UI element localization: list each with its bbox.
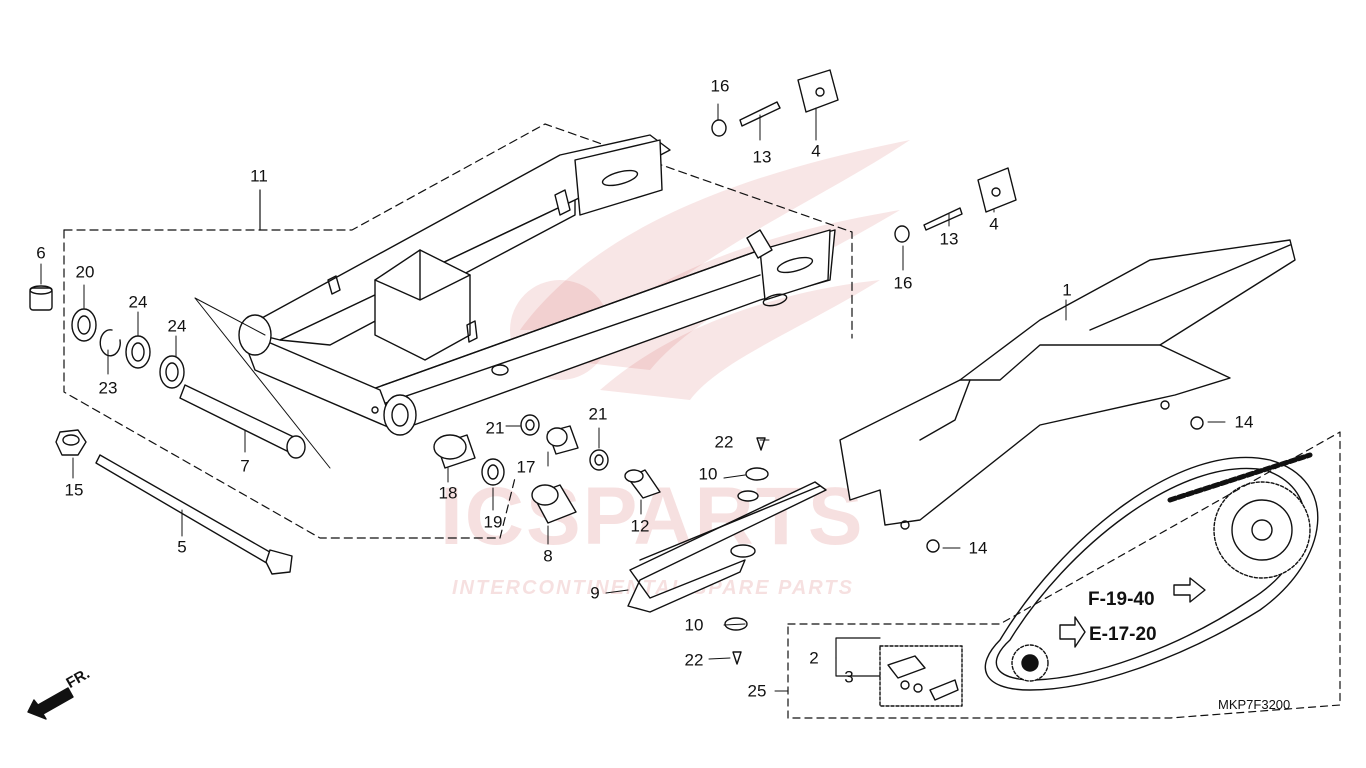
callout-5: 5 [177,537,187,557]
callout-25: 25 [747,681,767,701]
callout-7: 7 [240,456,250,476]
callout-12: 12 [630,516,650,536]
callout-2: 2 [809,648,819,668]
part-3-joint-set [879,645,963,707]
part-24-bearing-a [125,335,151,369]
part-20-dust-seal [71,308,97,342]
part-23-circlip [99,329,121,357]
part-4-adjuster-plate-b [977,167,1017,213]
callout-22-a: 22 [714,432,734,452]
part-22-screw-b [732,651,742,665]
part-13-bolt-a [739,101,781,127]
drawing-code: MKP7F3200 [1218,697,1291,712]
arrow-engine-ref [1059,616,1086,648]
engine-reference-link[interactable]: E-17-20 [1089,624,1157,645]
callout-19: 19 [483,512,503,532]
callout-14-b: 14 [968,538,988,558]
drive-chain-boundary [787,431,1341,719]
callout-17: 17 [516,457,536,477]
callout-13-b: 13 [939,229,959,249]
callout-14-a: 14 [1234,412,1254,432]
callout-21-b: 21 [588,404,608,424]
part-1-chain-case [839,239,1296,530]
callout-10-a: 10 [698,464,718,484]
arrow-frame-ref [1173,577,1206,603]
callout-23: 23 [98,378,118,398]
callout-24-b: 24 [167,316,187,336]
part-9-chain-slider [627,481,827,613]
part-8-collar [531,484,577,524]
callout-18: 18 [438,483,458,503]
callout-3: 3 [844,667,854,687]
part-22-screw-a [756,437,766,451]
part-4-adjuster-plate-a [797,69,839,113]
part-6-collar [29,285,53,311]
part-10-clip-a [745,467,769,481]
part-16-nut-b [894,225,910,243]
part-5-pivot-bolt [95,454,293,575]
callout-24-a: 24 [128,292,148,312]
callout-4-b: 4 [989,214,999,234]
part-14-screw-b [926,539,940,553]
part-24-bearing-b [159,355,185,389]
callout-15: 15 [64,480,84,500]
callout-9: 9 [590,583,600,603]
callout-10-b: 10 [684,615,704,635]
callout-6: 6 [36,243,46,263]
part-13-bolt-b [923,207,963,231]
swingarm-group-boundary [63,123,853,539]
callout-21-a: 21 [485,418,505,438]
callout-8: 8 [543,546,553,566]
part-19-seal [481,458,505,486]
part-18-needle-bearing [433,434,476,469]
part-21-seal-a [520,414,540,436]
callout-16-a: 16 [710,76,730,96]
callout-4-a: 4 [811,141,821,161]
callout-1: 1 [1062,280,1072,300]
drive-chain-assembly [984,452,1319,691]
callout-20: 20 [75,262,95,282]
swingarm [238,134,836,436]
part-16-nut-a [711,119,727,137]
part-12-collar [624,469,661,499]
frame-reference-link[interactable]: F-19-40 [1088,589,1155,610]
callout-11: 11 [250,166,268,186]
watermark-tagline: INTERCONTINENTAL SPARE PARTS [452,577,854,599]
part-14-screw-a [1190,416,1204,430]
callout-16-b: 16 [893,273,913,293]
leader-lines [40,103,1226,692]
part-17-collar [546,425,579,455]
callout-22-b: 22 [684,650,704,670]
callout-13-a: 13 [752,147,772,167]
part-7-pivot-collar [179,384,306,459]
front-arrow [27,687,74,720]
part-15-nut [55,429,87,456]
part-21-seal-b [589,449,609,471]
